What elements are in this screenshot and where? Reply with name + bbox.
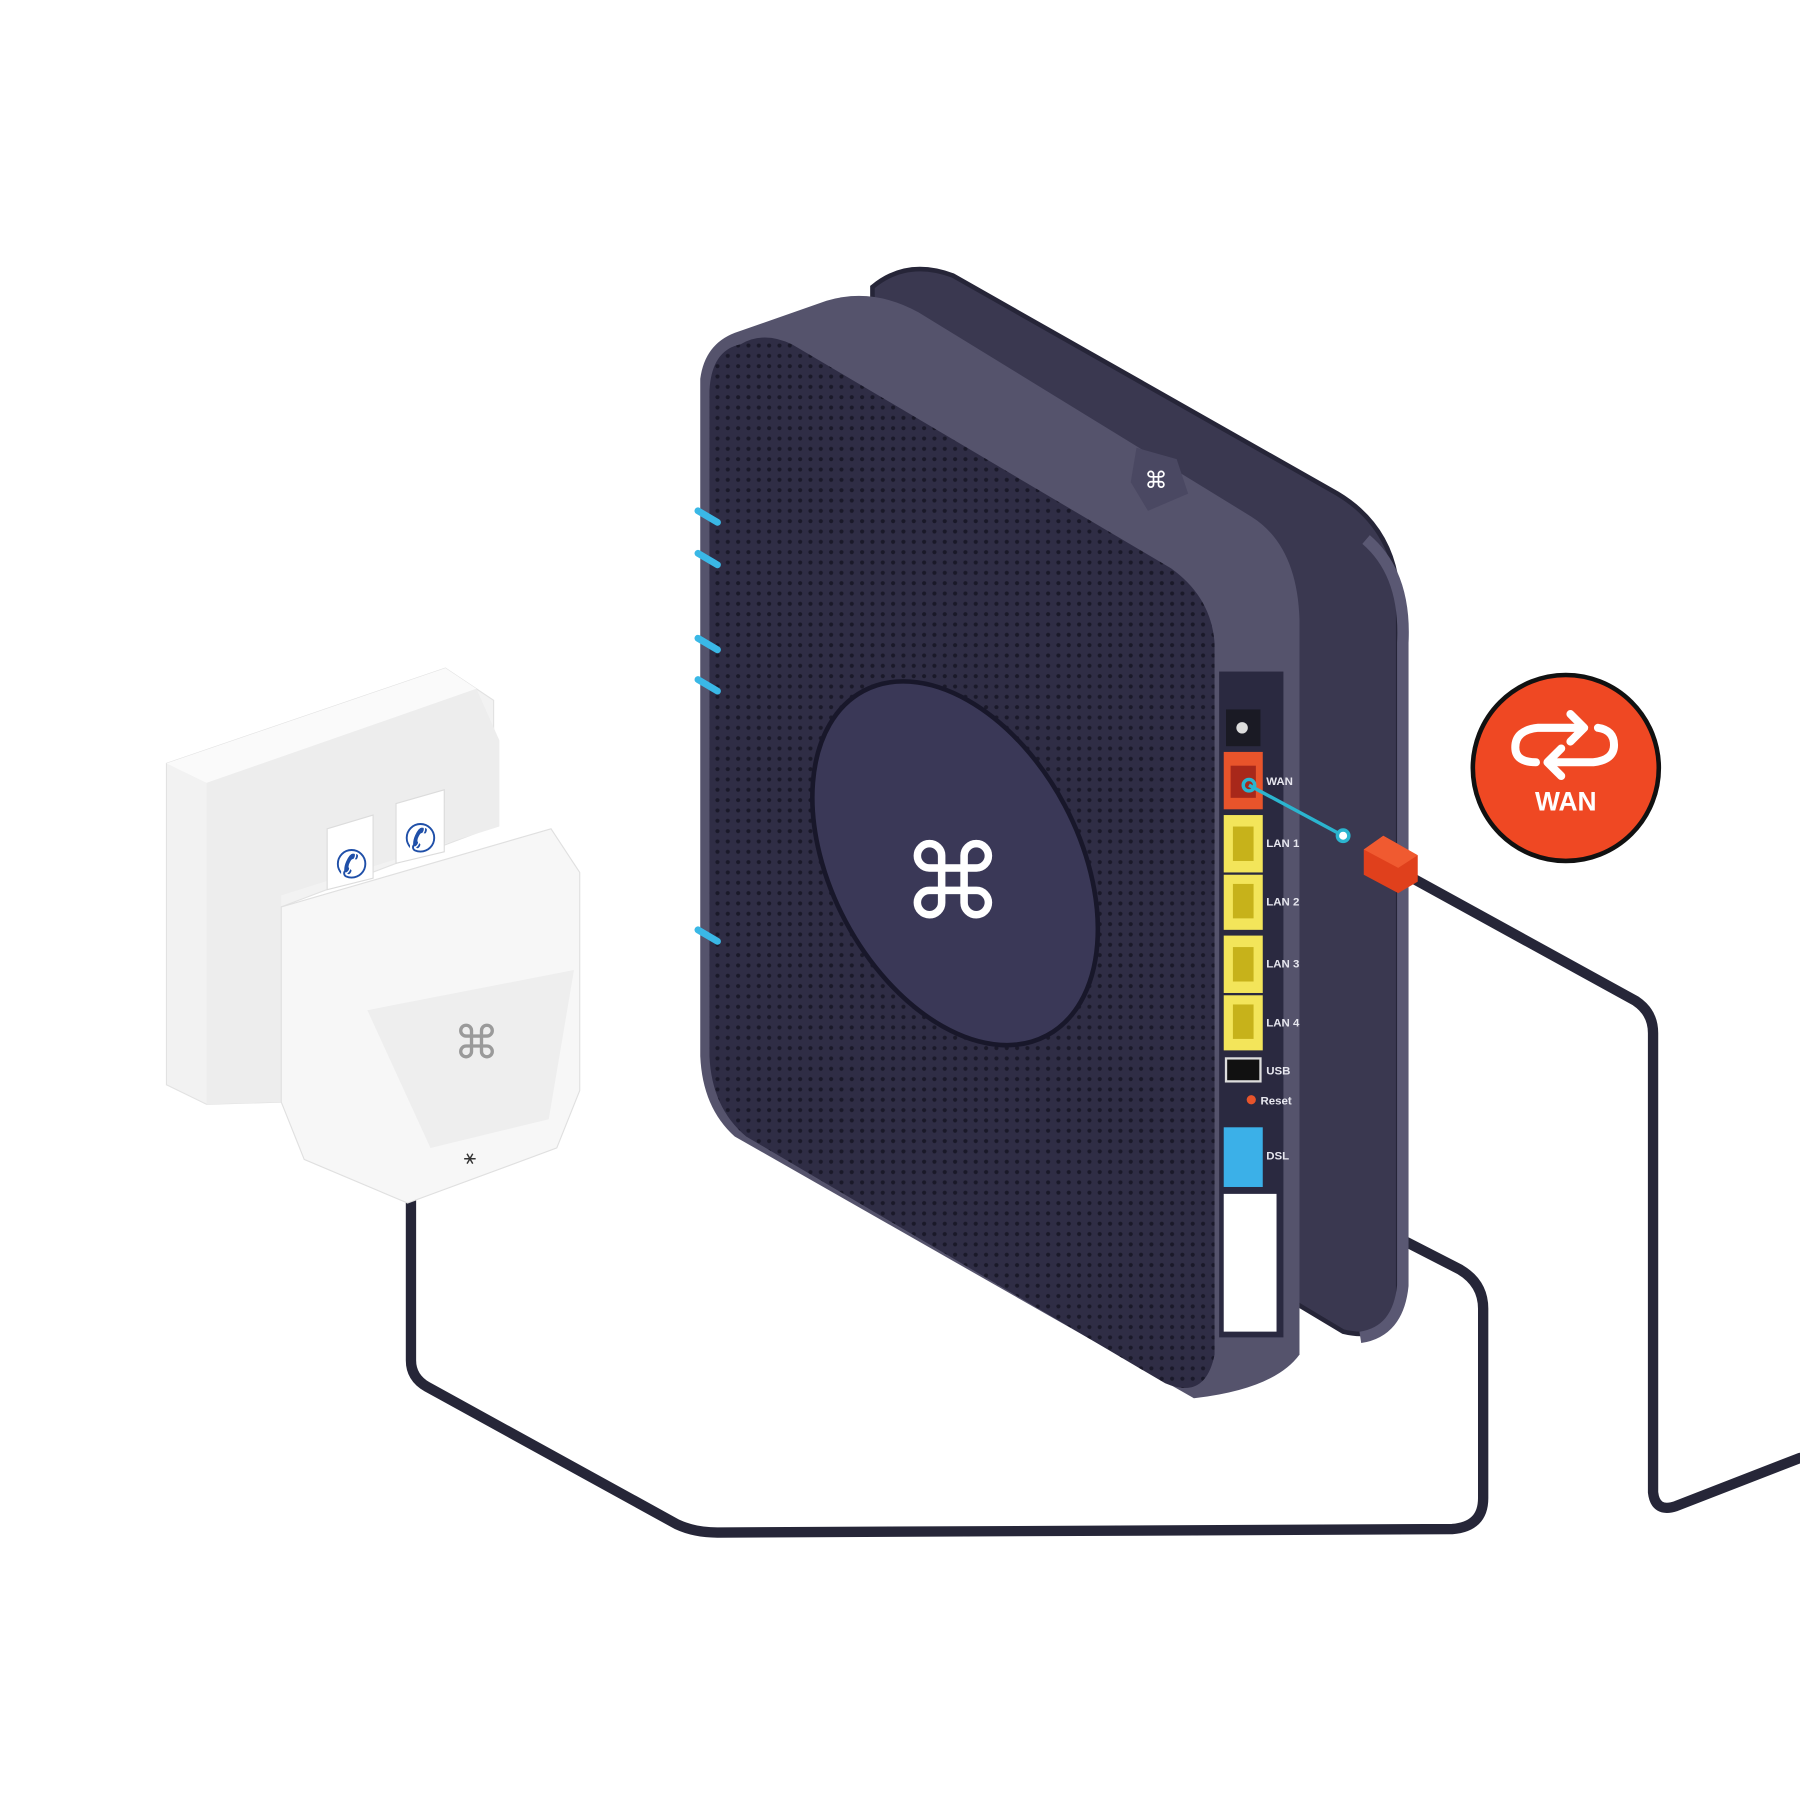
brand-logo-icon: ⌘	[901, 824, 1004, 940]
phone-icon: ✆	[335, 844, 368, 887]
wan-port-indicator	[1241, 777, 1351, 844]
wan-cable	[1401, 869, 1800, 1513]
dsl-icon: ⚹	[464, 1146, 477, 1169]
reset-button[interactable]	[1246, 1095, 1256, 1105]
brand-logo-icon: ⌘	[1145, 467, 1168, 493]
port-label-wan: WAN	[1266, 776, 1293, 788]
port-label-dsl: DSL	[1266, 1150, 1289, 1162]
port-label-usb: USB	[1266, 1065, 1290, 1077]
port-labels: WAN LAN 1 LAN 2 LAN 3 LAN 4 USB Reset DS…	[1260, 776, 1299, 1162]
wan-ethernet-connector[interactable]	[1363, 835, 1418, 894]
dsl-port[interactable]	[1223, 1127, 1263, 1187]
dsl-splitter: ✆ ✆ ⌘ ⚹	[165, 667, 581, 1204]
router: ⌘ ⌘ WAN LAN 1 LAN 2 LAN 3	[694, 266, 1409, 1399]
status-leds	[694, 507, 721, 945]
port-label-lan-2: LAN 2	[1266, 897, 1299, 909]
port-label-lan-1: LAN 1	[1266, 838, 1300, 850]
port-label-reset: Reset	[1260, 1095, 1291, 1107]
usb-port[interactable]	[1224, 1057, 1262, 1083]
port-label-lan-3: LAN 3	[1266, 959, 1299, 971]
dsl-cable	[405, 1154, 1489, 1538]
phone-icon: ✆	[404, 818, 437, 861]
wan-badge-label: WAN	[1535, 786, 1597, 816]
brand-logo-icon: ⌘	[453, 1016, 499, 1068]
wan-loop-arrows-icon	[1511, 710, 1619, 781]
port-label-lan-4: LAN 4	[1266, 1017, 1300, 1029]
wan-badge: WAN	[1470, 672, 1662, 864]
